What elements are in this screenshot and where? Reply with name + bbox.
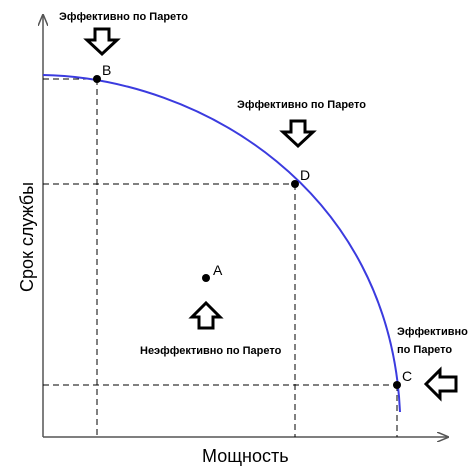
left-arrow-c-icon [423,366,458,402]
annotation-inefficient: Неэффективно по Парето [140,345,282,357]
point-b-marker [93,75,101,83]
x-axis-label: Мощность [202,446,289,466]
point-a-label: A [213,262,223,278]
point-d-label: D [300,167,310,183]
y-axis-label: Срок службы [17,182,37,292]
point-a-marker [202,274,210,282]
point-b-label: B [102,62,111,78]
down-arrow-d-icon [279,119,317,149]
annotation-efficient-mid: Эффективно по Парето [237,99,366,111]
point-d-marker [291,180,299,188]
down-arrow-b-icon [83,27,121,57]
point-c-label: C [402,368,412,384]
up-arrow-a-icon [188,300,224,330]
pareto-frontier-curve [42,74,401,413]
point-c-marker [393,381,401,389]
guide-lines [43,78,398,437]
annotation-efficient-top: Эффективно по Парето [59,11,188,23]
annotation-efficient-right-line1: Эффективно [397,326,468,338]
annotation-efficient-right-line2: по Парето [397,344,452,356]
